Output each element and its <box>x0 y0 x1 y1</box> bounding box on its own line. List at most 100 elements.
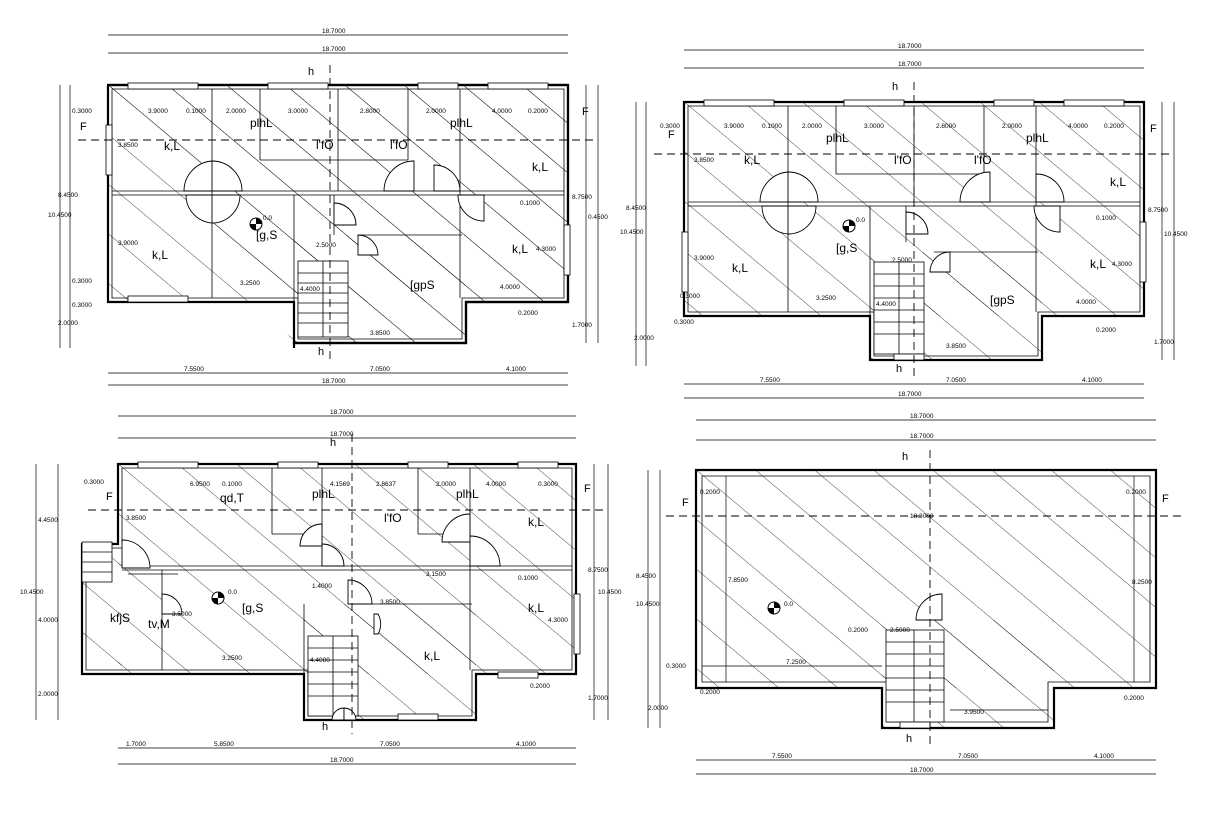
dim-inner-top-7: 0.3000 <box>538 481 558 488</box>
room-bed-se: k,L <box>512 242 528 256</box>
dim-inner-1: 3.8500 <box>126 515 146 522</box>
dim-bottom-1: 1.7000 <box>126 741 146 748</box>
doors <box>183 160 485 256</box>
level-value: 0.0 <box>856 217 865 224</box>
level-value: 0.0 <box>784 601 793 608</box>
section-mark-h-top: h <box>892 81 898 93</box>
dim-overall-height-right: 10.4500 <box>1164 231 1188 238</box>
dim-left-3: 0.3000 <box>666 663 686 670</box>
dim-bottom-3: 4.1000 <box>1082 377 1102 384</box>
dim-left-4: 0.3000 <box>84 479 104 486</box>
plan-top-left: h h F F 0.0 k,L plhL l'fO l'fO plhL k,L … <box>48 28 608 386</box>
dim-inner-top-2: 18.3000 <box>910 513 934 520</box>
dim-inner-9: 0.1000 <box>1096 215 1116 222</box>
dim-overall-height-left: 10.4500 <box>636 601 660 608</box>
dim-inner-1: 3.8500 <box>118 142 138 149</box>
room-living: [g,S <box>836 241 857 255</box>
room-bath-n2: plhL <box>456 487 479 501</box>
dim-inner-4: 2.5000 <box>892 257 912 264</box>
dim-left-2: 8.4500 <box>58 192 78 199</box>
dim-bottom-1: 7.5500 <box>760 377 780 384</box>
dim-right-2: 0.4500 <box>588 214 608 221</box>
dim-inner-3: 4.3000 <box>1112 261 1132 268</box>
room-living: [g,S <box>242 601 263 615</box>
room-kitchen: [gpS <box>410 278 435 292</box>
room-office: qd,T <box>220 491 245 505</box>
section-mark-h-top: h <box>902 451 908 463</box>
dim-inner-5: 4.4000 <box>300 286 320 293</box>
dim-inner-4: 1.4000 <box>312 583 332 590</box>
dim-bottom-3: 4.1000 <box>1094 753 1114 760</box>
dimension-lines <box>59 34 599 386</box>
dim-right-3: 0.2000 <box>1096 327 1116 334</box>
section-mark-F-right: F <box>582 106 589 118</box>
dim-left-1: 4.4500 <box>38 517 58 524</box>
section-mark-h-bottom: h <box>318 346 324 358</box>
dim-left-5: 0.3000 <box>72 302 92 309</box>
dim-inner-top-2: 0.1000 <box>762 123 782 130</box>
dim-bottom-4: 4.1000 <box>516 741 536 748</box>
room-bed-s: k,L <box>424 649 440 663</box>
section-mark-h-bottom: h <box>906 733 912 745</box>
dim-bottom-2: 7.0500 <box>958 753 978 760</box>
room-bed-sw: k,L <box>152 248 168 262</box>
dim-inner-top-4: 3.0000 <box>288 108 308 115</box>
dim-left-3: 2.0000 <box>38 691 58 698</box>
level-marker <box>211 591 225 605</box>
dim-inner-top-8: 0.2000 <box>1104 123 1124 130</box>
dim-right-2: 0.2000 <box>1124 695 1144 702</box>
room-bed-nw: k,L <box>164 139 180 153</box>
dim-inner-4: 2.5000 <box>316 242 336 249</box>
dim-inner-7: 3.2500 <box>222 655 242 662</box>
section-mark-F-left: F <box>106 491 113 503</box>
dim-inner-top-6: 2.0000 <box>1002 123 1022 130</box>
dim-inner-top-2: 0.1000 <box>222 481 242 488</box>
dimension-lines <box>647 419 1156 775</box>
dim-top-2: 18.7000 <box>898 61 922 68</box>
dim-left-4: 0.3000 <box>680 293 700 300</box>
dim-inner-top-5: 2.0000 <box>436 481 456 488</box>
dim-inner-1: 7.8500 <box>728 577 748 584</box>
dim-inner-2: 3.9000 <box>694 255 714 262</box>
level-value: 0.0 <box>228 589 237 596</box>
dim-left-3: 2.0000 <box>634 335 654 342</box>
interior-walls <box>112 89 564 339</box>
room-bed-se: k,L <box>528 601 544 615</box>
dim-bottom-2: 7.0500 <box>370 366 390 373</box>
room-bath-n1: plhL <box>250 116 273 130</box>
room-wc-1: l'fO <box>894 153 912 167</box>
dim-inner-9: 0.1000 <box>520 200 540 207</box>
dim-inner-3: 2.5000 <box>890 627 910 634</box>
section-mark-h-top: h <box>308 66 314 78</box>
dim-inner-5: 0.2000 <box>848 627 868 634</box>
stair <box>81 541 359 721</box>
room-bed-se: k,L <box>1090 257 1106 271</box>
section-mark-h-top: h <box>330 437 336 449</box>
windows <box>681 99 1147 361</box>
dim-inner-2: 7.2500 <box>786 659 806 666</box>
room-wc-2: l'fO <box>390 138 408 152</box>
dim-bottom-2: 7.0500 <box>946 377 966 384</box>
section-mark-F-left: F <box>80 121 87 133</box>
dim-left-4: 0.2000 <box>700 689 720 696</box>
dim-bottom-1: 7.5500 <box>772 753 792 760</box>
dim-bottom-1: 7.5500 <box>184 366 204 373</box>
room-living: [g,S <box>256 228 277 242</box>
dim-inner-8: 0.1000 <box>518 575 538 582</box>
dim-inner-5: 4.4000 <box>876 301 896 308</box>
dim-top-1: 18.7000 <box>322 28 346 35</box>
dim-right-1: 8.7500 <box>588 567 608 574</box>
dim-inner-top-4: 3.0000 <box>864 123 884 130</box>
section-mark-F-right: F <box>584 483 591 495</box>
dim-inner-top-8: 0.2000 <box>528 108 548 115</box>
level-marker <box>767 601 781 615</box>
dim-inner-6: 3.8500 <box>946 343 966 350</box>
room-bed-sw: k,L <box>732 261 748 275</box>
dim-inner-3: 4.3000 <box>536 246 556 253</box>
dimension-lines <box>635 49 1175 399</box>
stair <box>873 261 925 355</box>
level-value: 0.0 <box>263 215 272 222</box>
dim-right-1: 8.2500 <box>1132 579 1152 586</box>
windows <box>105 82 571 303</box>
plan-bottom-left: h h F F 0.0 qd,T plhL l'fO plhL k,L tv,M… <box>20 409 622 765</box>
